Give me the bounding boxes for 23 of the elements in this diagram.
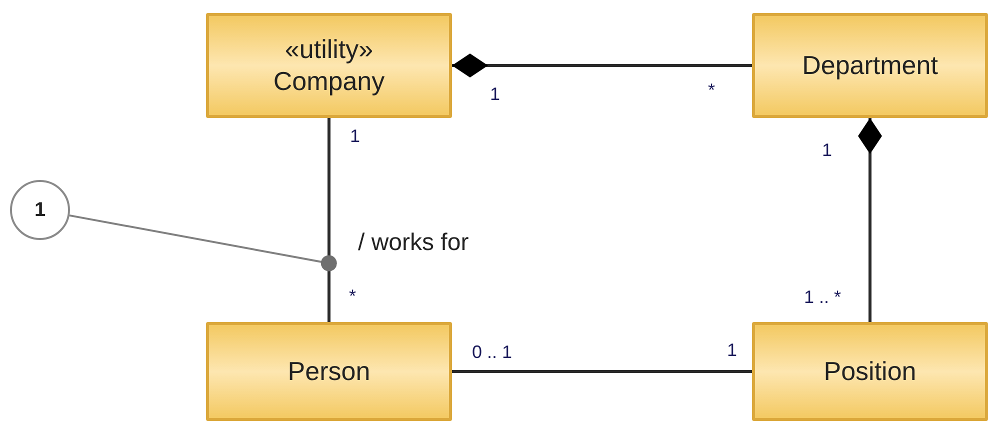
class-name: Position	[824, 356, 916, 388]
multiplicity: 1 .. *	[804, 287, 842, 308]
multiplicity: 1	[822, 140, 832, 161]
multiplicity: 1	[727, 340, 738, 361]
class-box	[206, 322, 452, 421]
class-box	[206, 13, 452, 118]
association-line	[452, 370, 752, 373]
multiplicity: 1	[350, 126, 360, 147]
class-name: Company	[273, 66, 385, 97]
callout-number: 1	[34, 198, 46, 222]
composition-line	[452, 54, 752, 78]
class-name: Person	[288, 356, 370, 388]
multiplicity: *	[349, 286, 356, 307]
leader-line	[69, 214, 337, 272]
stereotype: «utility»	[284, 34, 374, 66]
class-name: Department	[802, 50, 938, 82]
multiplicity: 0 .. 1	[472, 342, 512, 363]
composition-line	[858, 118, 882, 322]
multiplicity: *	[708, 80, 716, 101]
association-line	[328, 118, 330, 322]
multiplicity: 1	[490, 84, 500, 105]
class-box	[752, 322, 988, 421]
class-box	[752, 13, 988, 118]
